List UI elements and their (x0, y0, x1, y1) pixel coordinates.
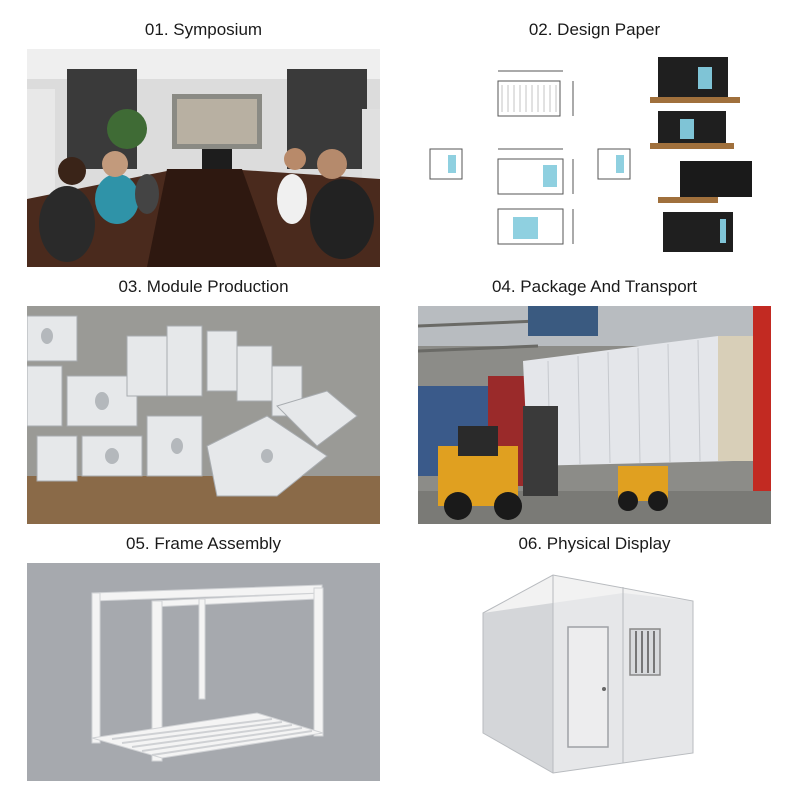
panel-caption: 06. Physical Display (518, 534, 671, 553)
meeting-room-photo (27, 49, 380, 267)
steel-frame-render (27, 563, 380, 781)
forklift-loading-container-photo (418, 306, 771, 524)
finished-container-house-photo (418, 563, 771, 781)
panel-caption: 04. Package And Transport (491, 277, 698, 296)
panel-caption: 05. Frame Assembly (126, 534, 281, 553)
floor-plan-and-container-renderings (418, 49, 771, 267)
panel-caption: 02. Design Paper (528, 20, 661, 39)
panel-caption: 03. Module Production (118, 277, 289, 296)
panel-caption: 01. Symposium (144, 20, 263, 39)
steel-corner-fittings-photo (27, 306, 380, 524)
